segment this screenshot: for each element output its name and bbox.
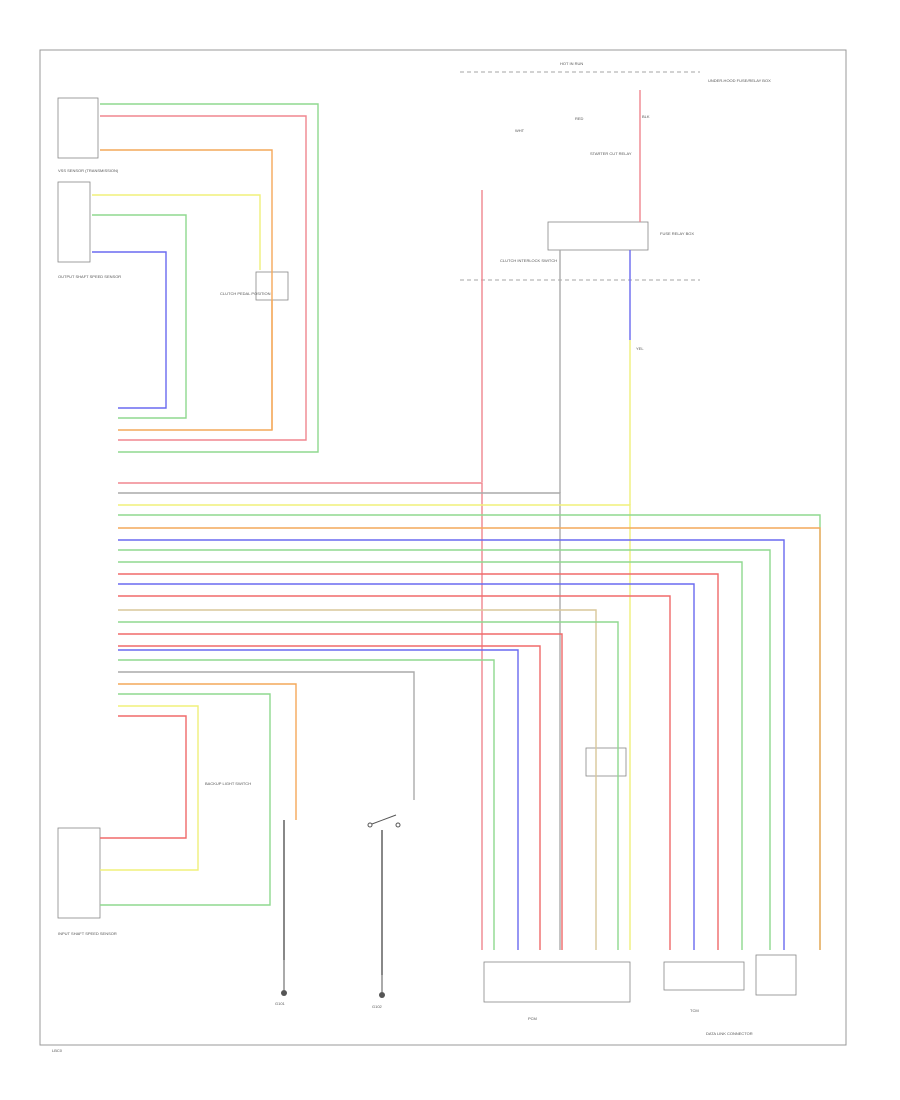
- input-shaft-sensor-label: INPUT SHAFT SPEED SENSOR: [58, 931, 117, 936]
- input-shaft-speed-sensor: [57, 827, 101, 919]
- tcm-label: TCM: [690, 1008, 699, 1013]
- wire-bl-orange: [118, 683, 297, 820]
- wire-bus-green-e: [118, 659, 495, 950]
- wire-bus-green-c: [118, 561, 743, 950]
- wire-bus-blue-c: [118, 649, 519, 950]
- clutch-connector: [585, 747, 627, 777]
- wire-bus-red-d: [118, 645, 541, 950]
- output-shaft-sensor-label: OUTPUT SHAFT SPEED SENSOR: [58, 274, 121, 279]
- data-link-connector-label: DATA LINK CONNECTOR: [706, 1031, 753, 1036]
- upper-wire-label-2: RED: [575, 116, 584, 121]
- wire-bus-pink: [118, 482, 483, 950]
- wire-yellow-1: [92, 194, 261, 270]
- ground-left-label: G101: [275, 1001, 286, 1006]
- wire-bus-orange: [118, 527, 821, 950]
- power-source-label: UNDER-HOOD FUSE/RELAY BOX: [708, 78, 771, 83]
- wire-green-2: [92, 214, 187, 419]
- ground-icon: [379, 992, 385, 998]
- wire-orange-1: [100, 149, 273, 431]
- wire-bl-green: [100, 693, 271, 906]
- wire-blue-1: [92, 251, 167, 409]
- wire-pink-1: [100, 115, 307, 441]
- wire-bus-blue-a: [118, 539, 785, 950]
- wire-bus-tan: [118, 609, 597, 950]
- ground-left: G101: [275, 960, 287, 1006]
- wire-bus-green-b: [118, 549, 771, 950]
- wire-bus-green-d: [118, 621, 619, 950]
- ground-mid: G102: [372, 975, 385, 1009]
- fuse-box-label: HOT IN RUN: [560, 61, 583, 66]
- backup-light-switch-label: BACKUP LIGHT SWITCH: [205, 781, 251, 786]
- wire-bus-green-a: [118, 514, 821, 950]
- wire-group: [92, 90, 821, 975]
- wire-bus-red-a: [118, 573, 719, 950]
- pcm-module: [483, 961, 631, 1003]
- fuse-relay-box: [547, 221, 649, 251]
- wire-bl-yellow: [100, 705, 199, 871]
- upper-wire-label-1: WHT: [515, 128, 525, 133]
- clutch-pedal-label: CLUTCH PEDAL POSITION: [220, 291, 271, 296]
- upper-wire-label-4: YEL: [636, 346, 644, 351]
- diagram-frame: [39, 49, 847, 1046]
- footer-code: LBC0: [52, 1048, 63, 1053]
- pcm-label: PCM: [528, 1016, 537, 1021]
- vss-sensor: [57, 97, 99, 159]
- relay-label: STARTER CUT RELAY: [590, 151, 632, 156]
- data-link-connector: [755, 954, 797, 996]
- wire-bus-blue-b: [118, 583, 695, 950]
- ground-icon: [281, 990, 287, 996]
- neutral-switch-label: CLUTCH INTERLOCK SWITCH: [500, 258, 557, 263]
- upper-wire-label-3: BLK: [642, 114, 650, 119]
- output-shaft-speed-sensor: [57, 181, 91, 263]
- tcm-module: [663, 961, 745, 991]
- wire-bl-grey: [118, 671, 415, 800]
- wire-bus-yellow: [118, 504, 631, 950]
- wire-bus-red-b: [118, 595, 671, 950]
- ground-mid-label: G102: [372, 1004, 383, 1009]
- wire-green-1: [100, 103, 319, 453]
- relay-unit-label: FUSE RELAY BOX: [660, 231, 694, 236]
- wire-bl-red: [100, 715, 187, 839]
- switch-icon: [367, 814, 401, 828]
- vss-sensor-label: VSS SENSOR (TRANSMISSION): [58, 168, 119, 173]
- wire-bus-red-c: [118, 633, 563, 950]
